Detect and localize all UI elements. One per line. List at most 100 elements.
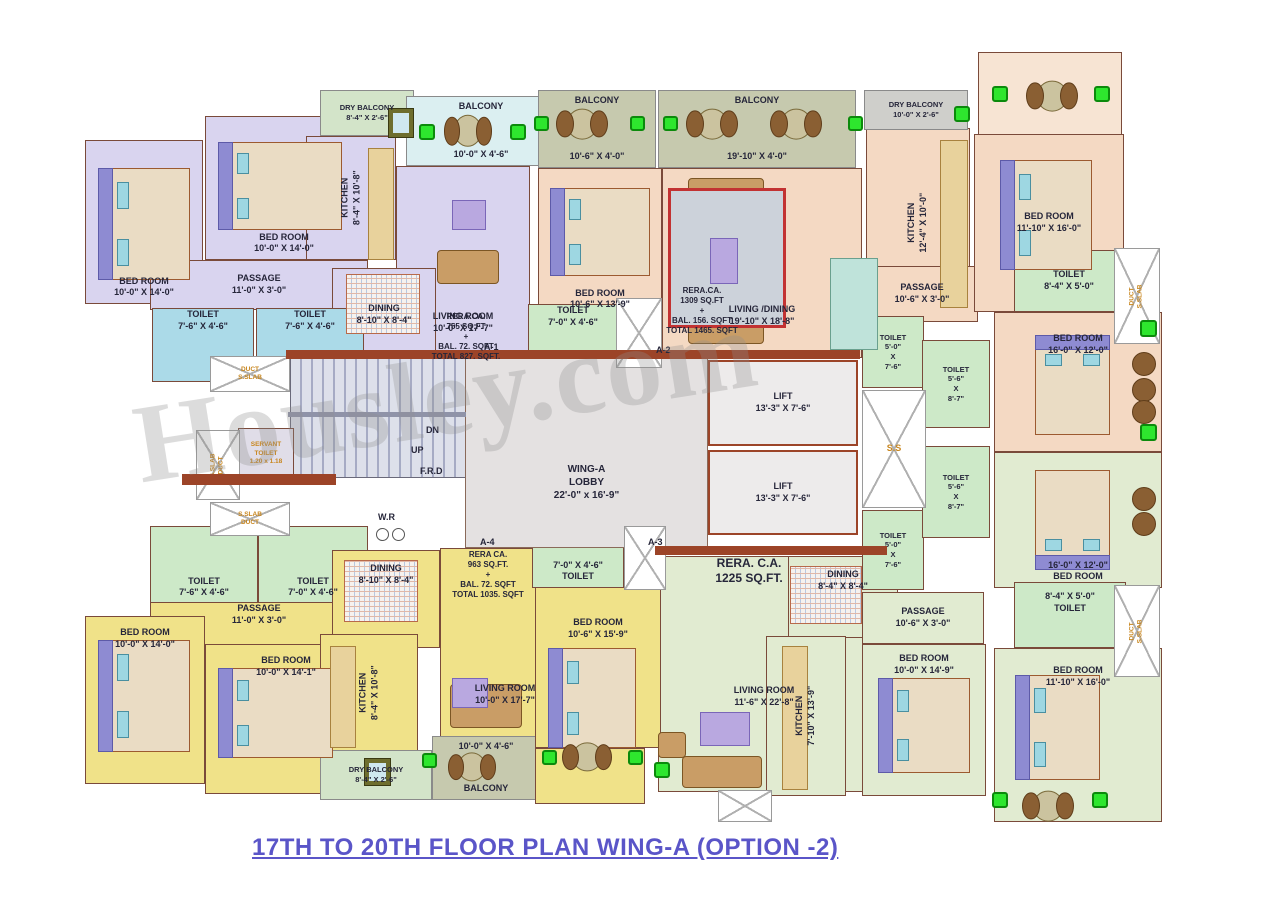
chair-icon bbox=[562, 744, 579, 770]
chair-icon bbox=[475, 116, 492, 146]
chair-icon bbox=[1132, 352, 1156, 376]
plant-icon bbox=[848, 116, 863, 131]
plant-icon bbox=[1094, 86, 1110, 102]
headboard-icon bbox=[1035, 335, 1110, 350]
shaft-ss-label: S.S bbox=[886, 443, 902, 454]
plant-icon bbox=[954, 106, 970, 122]
bed-icon bbox=[1035, 470, 1110, 570]
chair-icon bbox=[1132, 400, 1156, 424]
pillow-icon bbox=[1034, 688, 1046, 714]
shaft-ss: S.S bbox=[862, 390, 926, 508]
plant-icon bbox=[628, 750, 643, 765]
pillow-icon bbox=[567, 711, 579, 736]
chair-icon bbox=[595, 744, 612, 770]
round-table-icon bbox=[562, 740, 612, 774]
pillow-icon bbox=[569, 199, 581, 220]
room-a3-toilet-3-label: 8'-4" X 5'-0"TOILET bbox=[1045, 591, 1095, 613]
pillow-icon bbox=[1019, 173, 1031, 200]
wall-segment-3 bbox=[182, 474, 336, 485]
label-stairs-dn: DN bbox=[426, 425, 439, 435]
tag-apartment-a1: A-1 bbox=[484, 342, 499, 352]
plant-icon bbox=[1140, 320, 1157, 337]
pillow-icon bbox=[237, 725, 249, 747]
chair-icon bbox=[1056, 792, 1074, 820]
page-title: 17TH TO 20TH FLOOR PLAN WING-A (OPTION -… bbox=[252, 834, 839, 861]
plant-icon bbox=[630, 116, 645, 131]
kitchen-counter-icon bbox=[368, 148, 394, 260]
rug-icon bbox=[452, 678, 488, 708]
label-wr: W.R bbox=[378, 512, 395, 522]
headboard-icon bbox=[98, 640, 113, 752]
chair-icon bbox=[479, 754, 496, 780]
pillow-icon bbox=[1082, 354, 1101, 366]
headboard-icon bbox=[98, 168, 113, 280]
pillow-icon bbox=[897, 738, 909, 761]
pillow-icon bbox=[117, 711, 129, 738]
washer-icon bbox=[392, 528, 405, 541]
pillow-icon bbox=[1019, 230, 1031, 257]
round-table-icon bbox=[1022, 788, 1074, 824]
headboard-icon bbox=[1035, 555, 1110, 570]
washer-icon bbox=[376, 528, 389, 541]
rug-icon bbox=[452, 200, 486, 230]
headboard-icon bbox=[550, 188, 565, 276]
chair-icon bbox=[720, 110, 738, 138]
pillow-icon bbox=[117, 182, 129, 209]
dining-table-icon bbox=[790, 566, 862, 624]
pillow-icon bbox=[569, 244, 581, 265]
pillow-icon bbox=[1044, 539, 1063, 551]
chair-icon bbox=[556, 110, 574, 138]
kitchen-counter-icon bbox=[330, 646, 356, 748]
chair-icon bbox=[1022, 792, 1040, 820]
bed-icon bbox=[1035, 335, 1110, 435]
headboard-icon bbox=[1000, 160, 1015, 270]
chair-icon bbox=[1132, 378, 1156, 402]
headboard-icon bbox=[878, 678, 893, 773]
round-table-icon bbox=[770, 106, 822, 142]
bed-icon bbox=[218, 142, 342, 230]
headboard-icon bbox=[1015, 675, 1030, 780]
chair-icon bbox=[1132, 512, 1156, 536]
pillow-icon bbox=[1044, 354, 1063, 366]
pillow-icon bbox=[237, 153, 249, 174]
plant-icon bbox=[542, 750, 557, 765]
plant-icon bbox=[422, 753, 437, 768]
pillow-icon bbox=[567, 660, 579, 685]
headboard-icon bbox=[218, 668, 233, 758]
tag-apartment-a2: A-2 bbox=[656, 345, 671, 355]
chair-icon bbox=[1026, 82, 1044, 110]
kitchen-counter-icon bbox=[940, 140, 968, 308]
headboard-icon bbox=[218, 142, 233, 230]
